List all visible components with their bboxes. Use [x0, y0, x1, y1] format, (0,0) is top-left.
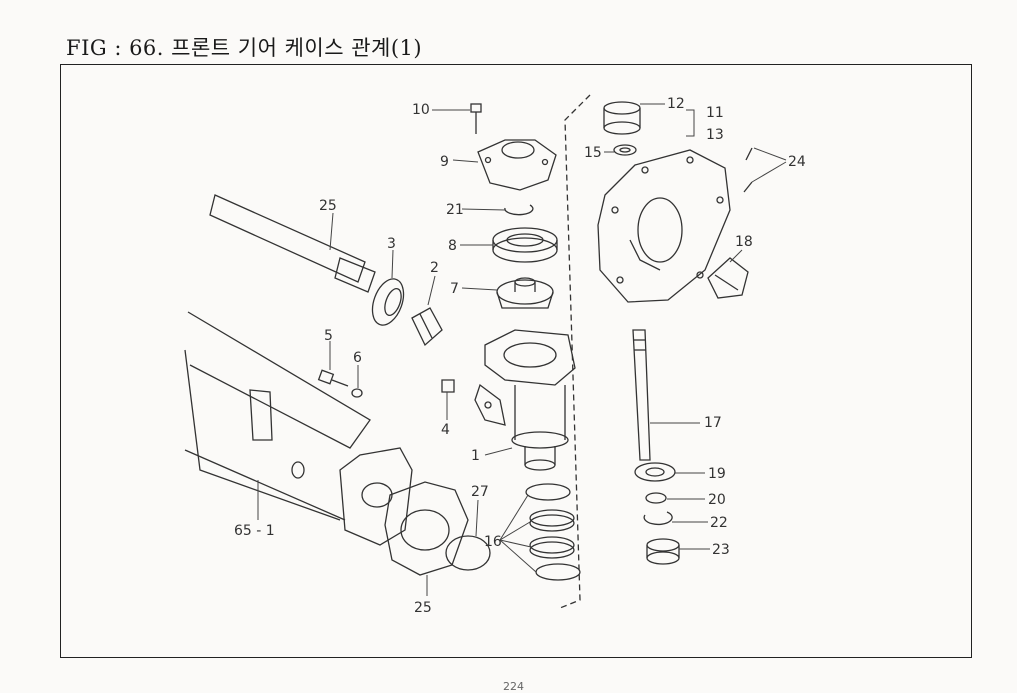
- callout-8: 8: [448, 238, 457, 254]
- callout-20: 20: [708, 492, 726, 508]
- part-8-bearing: [492, 227, 558, 263]
- callout-15: 15: [584, 145, 602, 161]
- callout-5: 5: [324, 328, 333, 344]
- part-10-bolt: [470, 103, 482, 134]
- part-18-bevel-gear: [707, 257, 749, 299]
- callout-17: 17: [704, 415, 722, 431]
- callout-23: 23: [712, 542, 730, 558]
- part-25-flange-plate: [384, 481, 469, 576]
- callout-7: 7: [450, 281, 459, 297]
- callout-2: 2: [430, 260, 439, 276]
- callout-12: 12: [667, 96, 685, 112]
- part-15-seal: [613, 144, 637, 156]
- part-16-shims: [525, 483, 581, 581]
- callout-13: 13: [706, 127, 724, 143]
- callout-19: 19: [708, 466, 726, 482]
- callout-21: 21: [446, 202, 464, 218]
- part-4-pin: [441, 379, 455, 393]
- group-boundary: [559, 94, 591, 609]
- callout-3: 3: [387, 236, 396, 252]
- part-5-bolt: [317, 369, 349, 387]
- callout-65-1: 65 - 1: [234, 523, 275, 539]
- part-21-snap-ring: [504, 204, 534, 216]
- callout-22: 22: [710, 515, 728, 531]
- page-title: FIG : 66. 프론트 기어 케이스 관계(1): [66, 36, 423, 60]
- part-22-snap-ring: [643, 511, 673, 526]
- part-23-ring: [646, 538, 680, 565]
- part-1-gear-case: [474, 329, 576, 471]
- part-65-1-axle-housing: [184, 311, 413, 546]
- part-3-bearing: [371, 278, 405, 326]
- callout-16: 16: [484, 534, 502, 550]
- callout-11: 11: [706, 105, 724, 121]
- callout-6: 6: [353, 350, 362, 366]
- page-number: 224: [503, 680, 524, 693]
- callout-9: 9: [440, 154, 449, 170]
- part-20-collar: [645, 492, 667, 504]
- callout-27: 27: [471, 484, 489, 500]
- part-7-bevel-gear: [496, 277, 554, 309]
- callout-24: 24: [788, 154, 806, 170]
- diagram-frame: [60, 64, 972, 658]
- part-19-bearing: [634, 462, 676, 482]
- callout-25-upper: 25: [319, 198, 337, 214]
- part-12-cap: [603, 101, 641, 135]
- part-17-shaft: [632, 329, 651, 461]
- callout-4: 4: [441, 422, 450, 438]
- part-6-washer: [351, 388, 363, 398]
- part-27-gasket: [445, 535, 491, 571]
- part-9-cover: [477, 139, 557, 191]
- part-2-pinion: [411, 307, 443, 347]
- callout-25-lower: 25: [414, 600, 432, 616]
- callout-1: 1: [471, 448, 480, 464]
- callout-18: 18: [735, 234, 753, 250]
- part-25-shaft: [209, 194, 376, 293]
- part-24-studs: [743, 147, 753, 193]
- callout-10: 10: [412, 102, 430, 118]
- gear-housing-right: [597, 149, 731, 303]
